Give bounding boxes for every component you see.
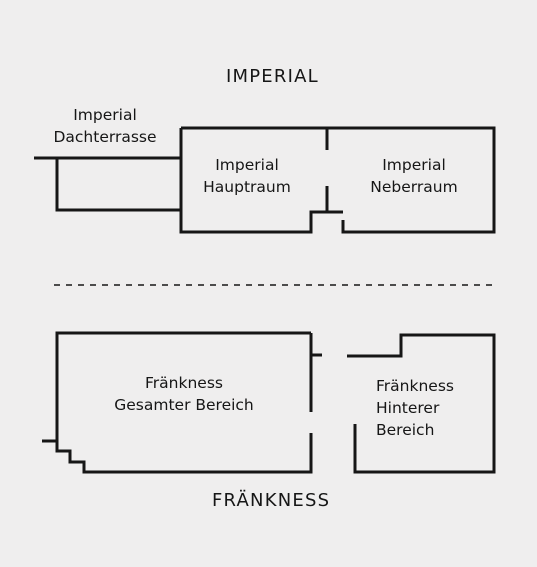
neberraum-label-line2: Neberraum [370, 178, 458, 196]
hinterer-bereich-label-line2: Hinterer [376, 399, 440, 417]
dachterrasse-label: Imperial Dachterrasse [40, 104, 170, 148]
hinterer-bereich-label-line3: Bereich [376, 421, 435, 439]
gesamter-bereich-label-line1: Fränkness [145, 374, 223, 392]
imperial-outer-walls [179, 126, 496, 234]
dachterrasse-label-line2: Dachterrasse [53, 128, 157, 146]
dachterrasse-label-line1: Imperial [73, 106, 137, 124]
hauptraum-label-line1: Imperial [215, 156, 279, 174]
hinterer-bereich-label-line1: Fränkness [376, 377, 454, 395]
hinterer-bereich-walls [347, 333, 496, 474]
hauptraum-label: Imperial Hauptraum [188, 154, 306, 198]
hauptraum-label-line2: Hauptraum [203, 178, 291, 196]
neberraum-label-line1: Imperial [382, 156, 446, 174]
fraenkness-plan [42, 331, 496, 474]
hinterer-bereich-label: Fränkness Hinterer Bereich [376, 375, 486, 441]
gesamter-bereich-label: Fränkness Gesamter Bereich [104, 372, 264, 416]
gesamter-bereich-label-line2: Gesamter Bereich [114, 396, 254, 414]
fraenkness-title: FRÄNKNESS [212, 490, 331, 511]
gesamter-bereich-walls [42, 331, 313, 474]
imperial-title: IMPERIAL [226, 66, 319, 87]
neberraum-label: Imperial Neberraum [350, 154, 478, 198]
dachterrasse-walls [34, 156, 181, 212]
imperial-plan [34, 126, 496, 234]
